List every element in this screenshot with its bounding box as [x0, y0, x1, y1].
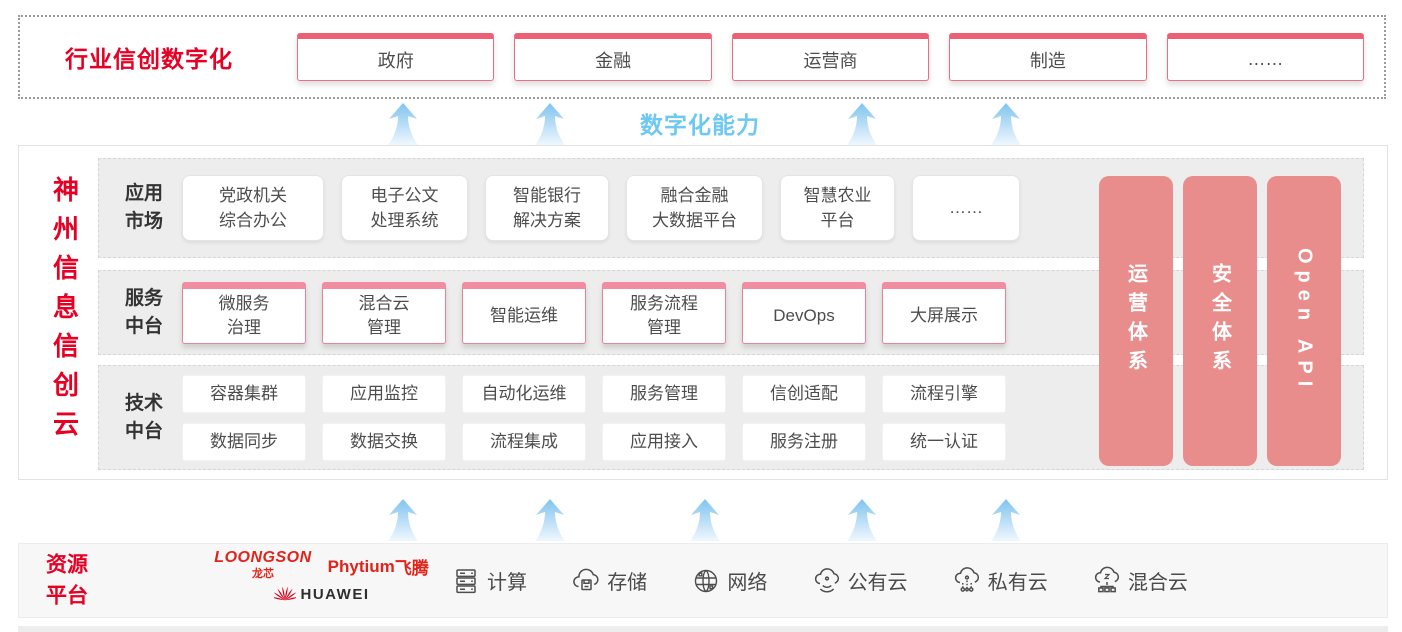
tech-middle-label: 技术 中台	[124, 392, 163, 442]
service-item: 混合云 管理	[322, 281, 446, 344]
resource-platform-label: 资源 平台	[46, 553, 88, 608]
tech-middle-row: 技术 中台 容器集群 应用监控 自动化运维 服务管理 信创适配 流程引擎 数据同…	[98, 365, 1364, 470]
sector-manufacturing: 制造	[949, 33, 1147, 81]
tech-item: 数据交换	[322, 422, 446, 461]
sector-finance: 金融	[514, 33, 712, 81]
sector-government: 政府	[297, 33, 495, 81]
up-arrow-icon	[688, 499, 722, 541]
app-market-item: 智能银行 解决方案	[485, 175, 609, 241]
app-market-item: 智慧农业 平台	[780, 175, 895, 241]
resource-item-list: 计算 存储	[451, 544, 1188, 617]
sector-more: ……	[1166, 33, 1365, 81]
tech-item: 流程集成	[462, 422, 586, 461]
app-market-item: 党政机关 综合办公	[182, 175, 324, 241]
up-arrow-icon	[989, 103, 1023, 145]
service-item: 服务流程 管理	[602, 281, 726, 344]
sector-list: 政府 金融 运营商 制造 ……	[297, 33, 1365, 81]
up-arrow-icon	[845, 499, 879, 541]
resource-item-public-cloud: 公有云	[812, 566, 908, 596]
up-arrow-icon	[386, 499, 420, 541]
up-arrow-icon	[386, 103, 420, 145]
platform-title: 神州信息信创云	[49, 176, 80, 449]
public-cloud-icon	[812, 566, 842, 596]
private-cloud-icon	[952, 566, 982, 596]
capability-label: 数字化能力	[640, 112, 760, 138]
service-item: 智能运维	[462, 281, 586, 344]
service-middle-row: 服务 中台 微服务 治理 混合云 管理 智能运维 服务流程 管理 DevOps …	[98, 270, 1364, 355]
sector-operator: 运营商	[731, 33, 930, 81]
tech-item: 信创适配	[742, 374, 866, 413]
up-arrow-icon	[533, 103, 567, 145]
service-item: 大屏展示	[882, 281, 1006, 344]
side-bar-operation-system: 运营体系	[1099, 176, 1173, 466]
tech-item: 服务管理	[602, 374, 726, 413]
tech-item: 服务注册	[742, 422, 866, 461]
app-market-item: 融合金融 大数据平台	[626, 175, 763, 241]
tech-item: 统一认证	[882, 422, 1006, 461]
cloud-platform-panel: 神州信息信创云 应用 市场 党政机关 综合办公 电子公文 处理系统 智能银行 解…	[18, 145, 1388, 480]
service-item: 微服务 治理	[182, 281, 306, 344]
industry-banner-title: 行业信创数字化	[65, 46, 233, 72]
app-market-item: 电子公文 处理系统	[341, 175, 468, 241]
resource-item-compute: 计算	[451, 566, 527, 596]
loongson-logo: LOONGSON 龙芯	[214, 549, 312, 580]
tech-item: 数据同步	[182, 422, 306, 461]
tech-item: 自动化运维	[462, 374, 586, 413]
up-arrow-icon	[989, 499, 1023, 541]
huawei-flower-icon	[271, 583, 298, 606]
side-bar-open-api: Open API	[1267, 176, 1341, 466]
tech-item: 流程引擎	[882, 374, 1006, 413]
tech-item: 应用接入	[602, 422, 726, 461]
resource-item-storage: 存储	[571, 566, 647, 596]
side-bar-security-system: 安全体系	[1183, 176, 1257, 466]
app-market-label: 应用 市场	[124, 183, 163, 232]
resource-item-network: 网络	[691, 566, 767, 596]
service-item: DevOps	[742, 281, 866, 344]
hybrid-cloud-icon	[1092, 566, 1122, 596]
app-market-item-more: ……	[912, 175, 1020, 241]
industry-banner: 行业信创数字化 政府 金融 运营商 制造 ……	[18, 15, 1386, 99]
up-arrow-icon	[845, 103, 879, 145]
huawei-logo: HUAWEI	[271, 583, 370, 606]
bottom-divider	[18, 626, 1388, 632]
tech-item: 容器集群	[182, 374, 306, 413]
tech-item: 应用监控	[322, 374, 446, 413]
up-arrow-icon	[533, 499, 567, 541]
storage-icon	[571, 566, 601, 596]
service-middle-label: 服务 中台	[124, 287, 163, 337]
app-market-row: 应用 市场 党政机关 综合办公 电子公文 处理系统 智能银行 解决方案 融合金融…	[98, 158, 1364, 258]
resource-item-hybrid-cloud: 混合云	[1092, 566, 1188, 596]
resource-item-private-cloud: 私有云	[952, 566, 1048, 596]
compute-icon	[451, 566, 481, 596]
network-icon	[691, 566, 721, 596]
